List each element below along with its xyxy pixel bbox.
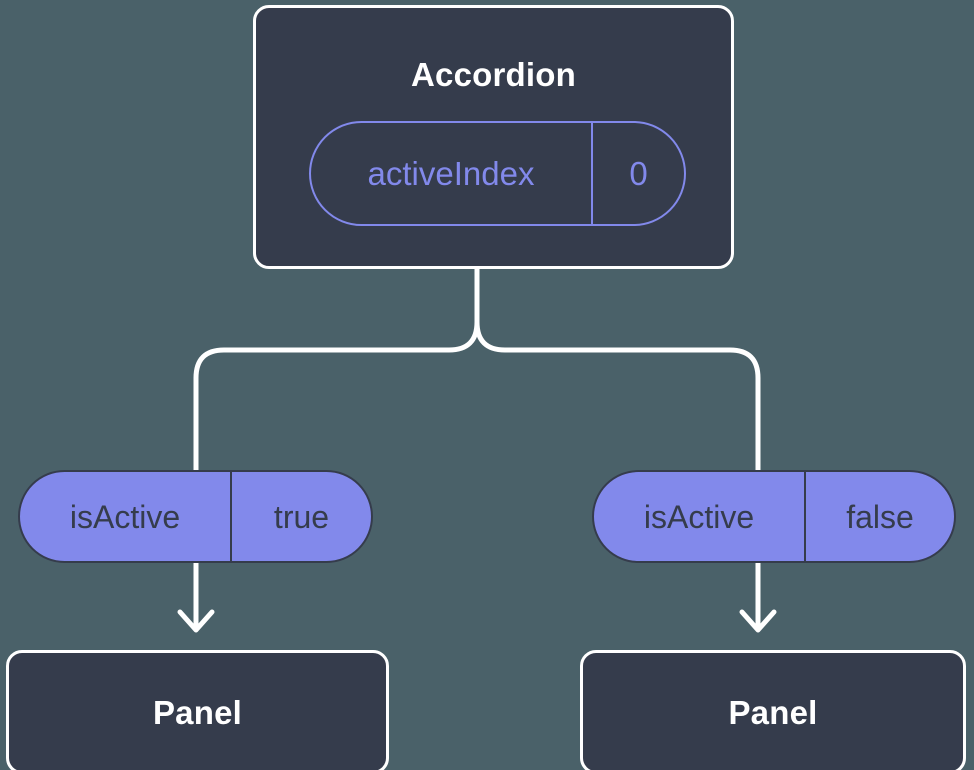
- activeindex-key-label: activeIndex: [311, 123, 593, 224]
- activeindex-state-badge[interactable]: activeIndex 0: [309, 121, 686, 226]
- prop-pill-left-key-label: isActive: [20, 472, 232, 561]
- arrow-right-head-icon: [739, 609, 777, 633]
- prop-pill-left-value-label: true: [273, 498, 330, 535]
- panel-right-title: Panel: [728, 693, 818, 731]
- prop-pill-isactive-false[interactable]: isActive false: [592, 470, 956, 563]
- panel-left-title: Panel: [152, 693, 243, 731]
- connector-fork-path: [474, 266, 761, 473]
- prop-pill-right-key-label: isActive: [594, 472, 806, 561]
- connector-fork-path-left: [193, 319, 480, 473]
- accordion-title: Accordion: [411, 56, 576, 93]
- prop-pill-isactive-true[interactable]: isActive true: [18, 470, 373, 563]
- accordion-node[interactable]: Accordion activeIndex 0: [253, 5, 734, 269]
- prop-pill-right-value-label: false: [846, 498, 914, 535]
- panel-node-left[interactable]: Panel: [6, 650, 389, 770]
- activeindex-value-label: 0: [629, 155, 648, 192]
- arrow-left-head-icon: [177, 609, 215, 633]
- panel-node-right[interactable]: Panel: [580, 650, 966, 770]
